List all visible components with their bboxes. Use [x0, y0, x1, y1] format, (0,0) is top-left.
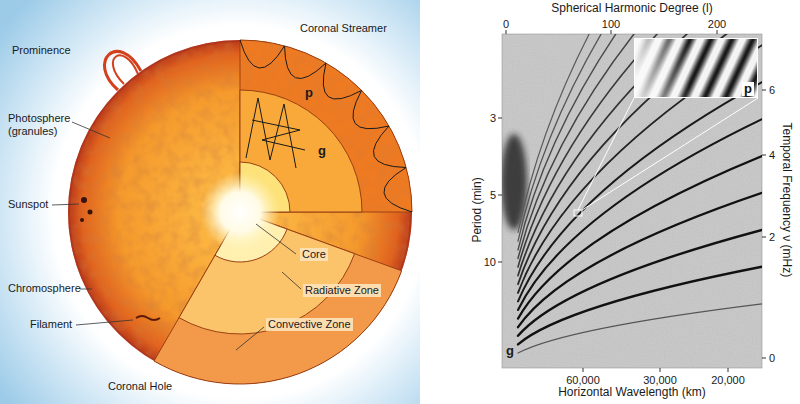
ray-path	[353, 90, 389, 128]
axis-ticks	[498, 30, 766, 372]
tick-label: 60,000	[566, 374, 600, 387]
leader-line	[52, 204, 79, 205]
p-ridge	[518, 34, 762, 258]
p-ridge	[518, 34, 762, 241]
sunspot	[88, 210, 93, 215]
zone-label: Radiative Zone	[303, 284, 381, 297]
p-ridge	[518, 34, 762, 233]
tick	[762, 155, 766, 156]
leader-line	[256, 224, 296, 254]
tick	[660, 368, 661, 372]
tick	[506, 30, 507, 34]
inset-label: p	[742, 82, 754, 96]
tick	[498, 118, 502, 119]
leader-line	[80, 289, 92, 290]
tick-label: 20,000	[711, 374, 745, 387]
zoom-square	[574, 210, 582, 216]
plot-area	[502, 34, 762, 368]
axis-title: Spherical Harmonic Degree (l)	[551, 2, 712, 16]
tick	[611, 30, 612, 34]
p-mode-rays	[240, 40, 412, 212]
tick-label: 3	[490, 112, 496, 125]
g-mode-rays	[246, 98, 305, 168]
tick	[728, 368, 729, 372]
zoom-line	[582, 98, 758, 210]
leader-lines	[52, 122, 301, 350]
f-ridge	[518, 304, 762, 353]
part-label: Sunspot	[8, 198, 48, 211]
ray-path	[373, 126, 406, 168]
tick	[717, 30, 718, 34]
part-label: Photosphere (granules)	[8, 112, 80, 137]
zone-label: Convective Zone	[266, 318, 353, 331]
sunspots	[80, 197, 93, 222]
plot-noise	[502, 34, 762, 368]
core-glow	[200, 172, 280, 252]
tick-label: 30,000	[643, 374, 677, 387]
zone-label: Core	[300, 248, 328, 261]
ray-path	[252, 120, 305, 150]
tick-label: 0	[503, 18, 509, 31]
ray-path	[285, 46, 327, 79]
p-ridge	[518, 34, 762, 276]
ray-path	[323, 63, 361, 99]
part-label: Coronal Streamer	[300, 22, 387, 35]
p-ridge	[518, 119, 762, 310]
zoom-inset: p	[634, 38, 758, 98]
p-ridge	[518, 34, 762, 267]
tick-label: 100	[602, 18, 620, 31]
ridges	[502, 34, 762, 353]
axis-title: Period (min)	[471, 177, 485, 242]
tick-label: 0	[769, 352, 775, 365]
mode-label: p	[305, 86, 313, 101]
mode-label: g	[318, 144, 326, 159]
granulation	[68, 40, 412, 384]
leader-line	[282, 272, 301, 289]
axis-title: Horizontal Wavelength (km)	[558, 386, 706, 400]
ray-path	[384, 168, 412, 213]
p-ridge	[518, 34, 762, 250]
tick-label: 4	[769, 149, 775, 162]
low-degree-blob	[502, 134, 527, 230]
part-label: Chromosphere	[8, 282, 81, 295]
tick	[583, 368, 584, 372]
sun-disk	[68, 40, 412, 384]
leader-line	[72, 122, 110, 138]
leader-line	[236, 327, 264, 350]
axis-title: Temporal Frequency ν (mHz)	[779, 123, 793, 278]
sunspot	[81, 197, 87, 203]
convective-zone-face	[154, 212, 402, 384]
ray-path	[240, 40, 285, 68]
tick-label: 10	[484, 256, 496, 269]
part-label: Coronal Hole	[108, 380, 172, 393]
p-ridge	[518, 230, 762, 336]
leader-line	[76, 320, 133, 325]
sunspot	[80, 218, 84, 222]
part-label: Prominence	[12, 44, 71, 57]
tick-label: 6	[769, 84, 775, 97]
filament	[136, 316, 160, 320]
tick	[762, 237, 766, 238]
tick-label: 5	[490, 189, 496, 202]
p-ridge	[518, 156, 762, 319]
zoom-line	[578, 98, 634, 210]
tick-label: 2	[769, 231, 775, 244]
corona-background	[0, 0, 420, 404]
tick	[762, 90, 766, 91]
tick	[498, 262, 502, 263]
tick-label: 200	[708, 18, 726, 31]
tick	[498, 195, 502, 196]
tick	[762, 358, 766, 359]
part-label: Filament	[30, 318, 72, 331]
mode-label: g	[506, 344, 514, 359]
